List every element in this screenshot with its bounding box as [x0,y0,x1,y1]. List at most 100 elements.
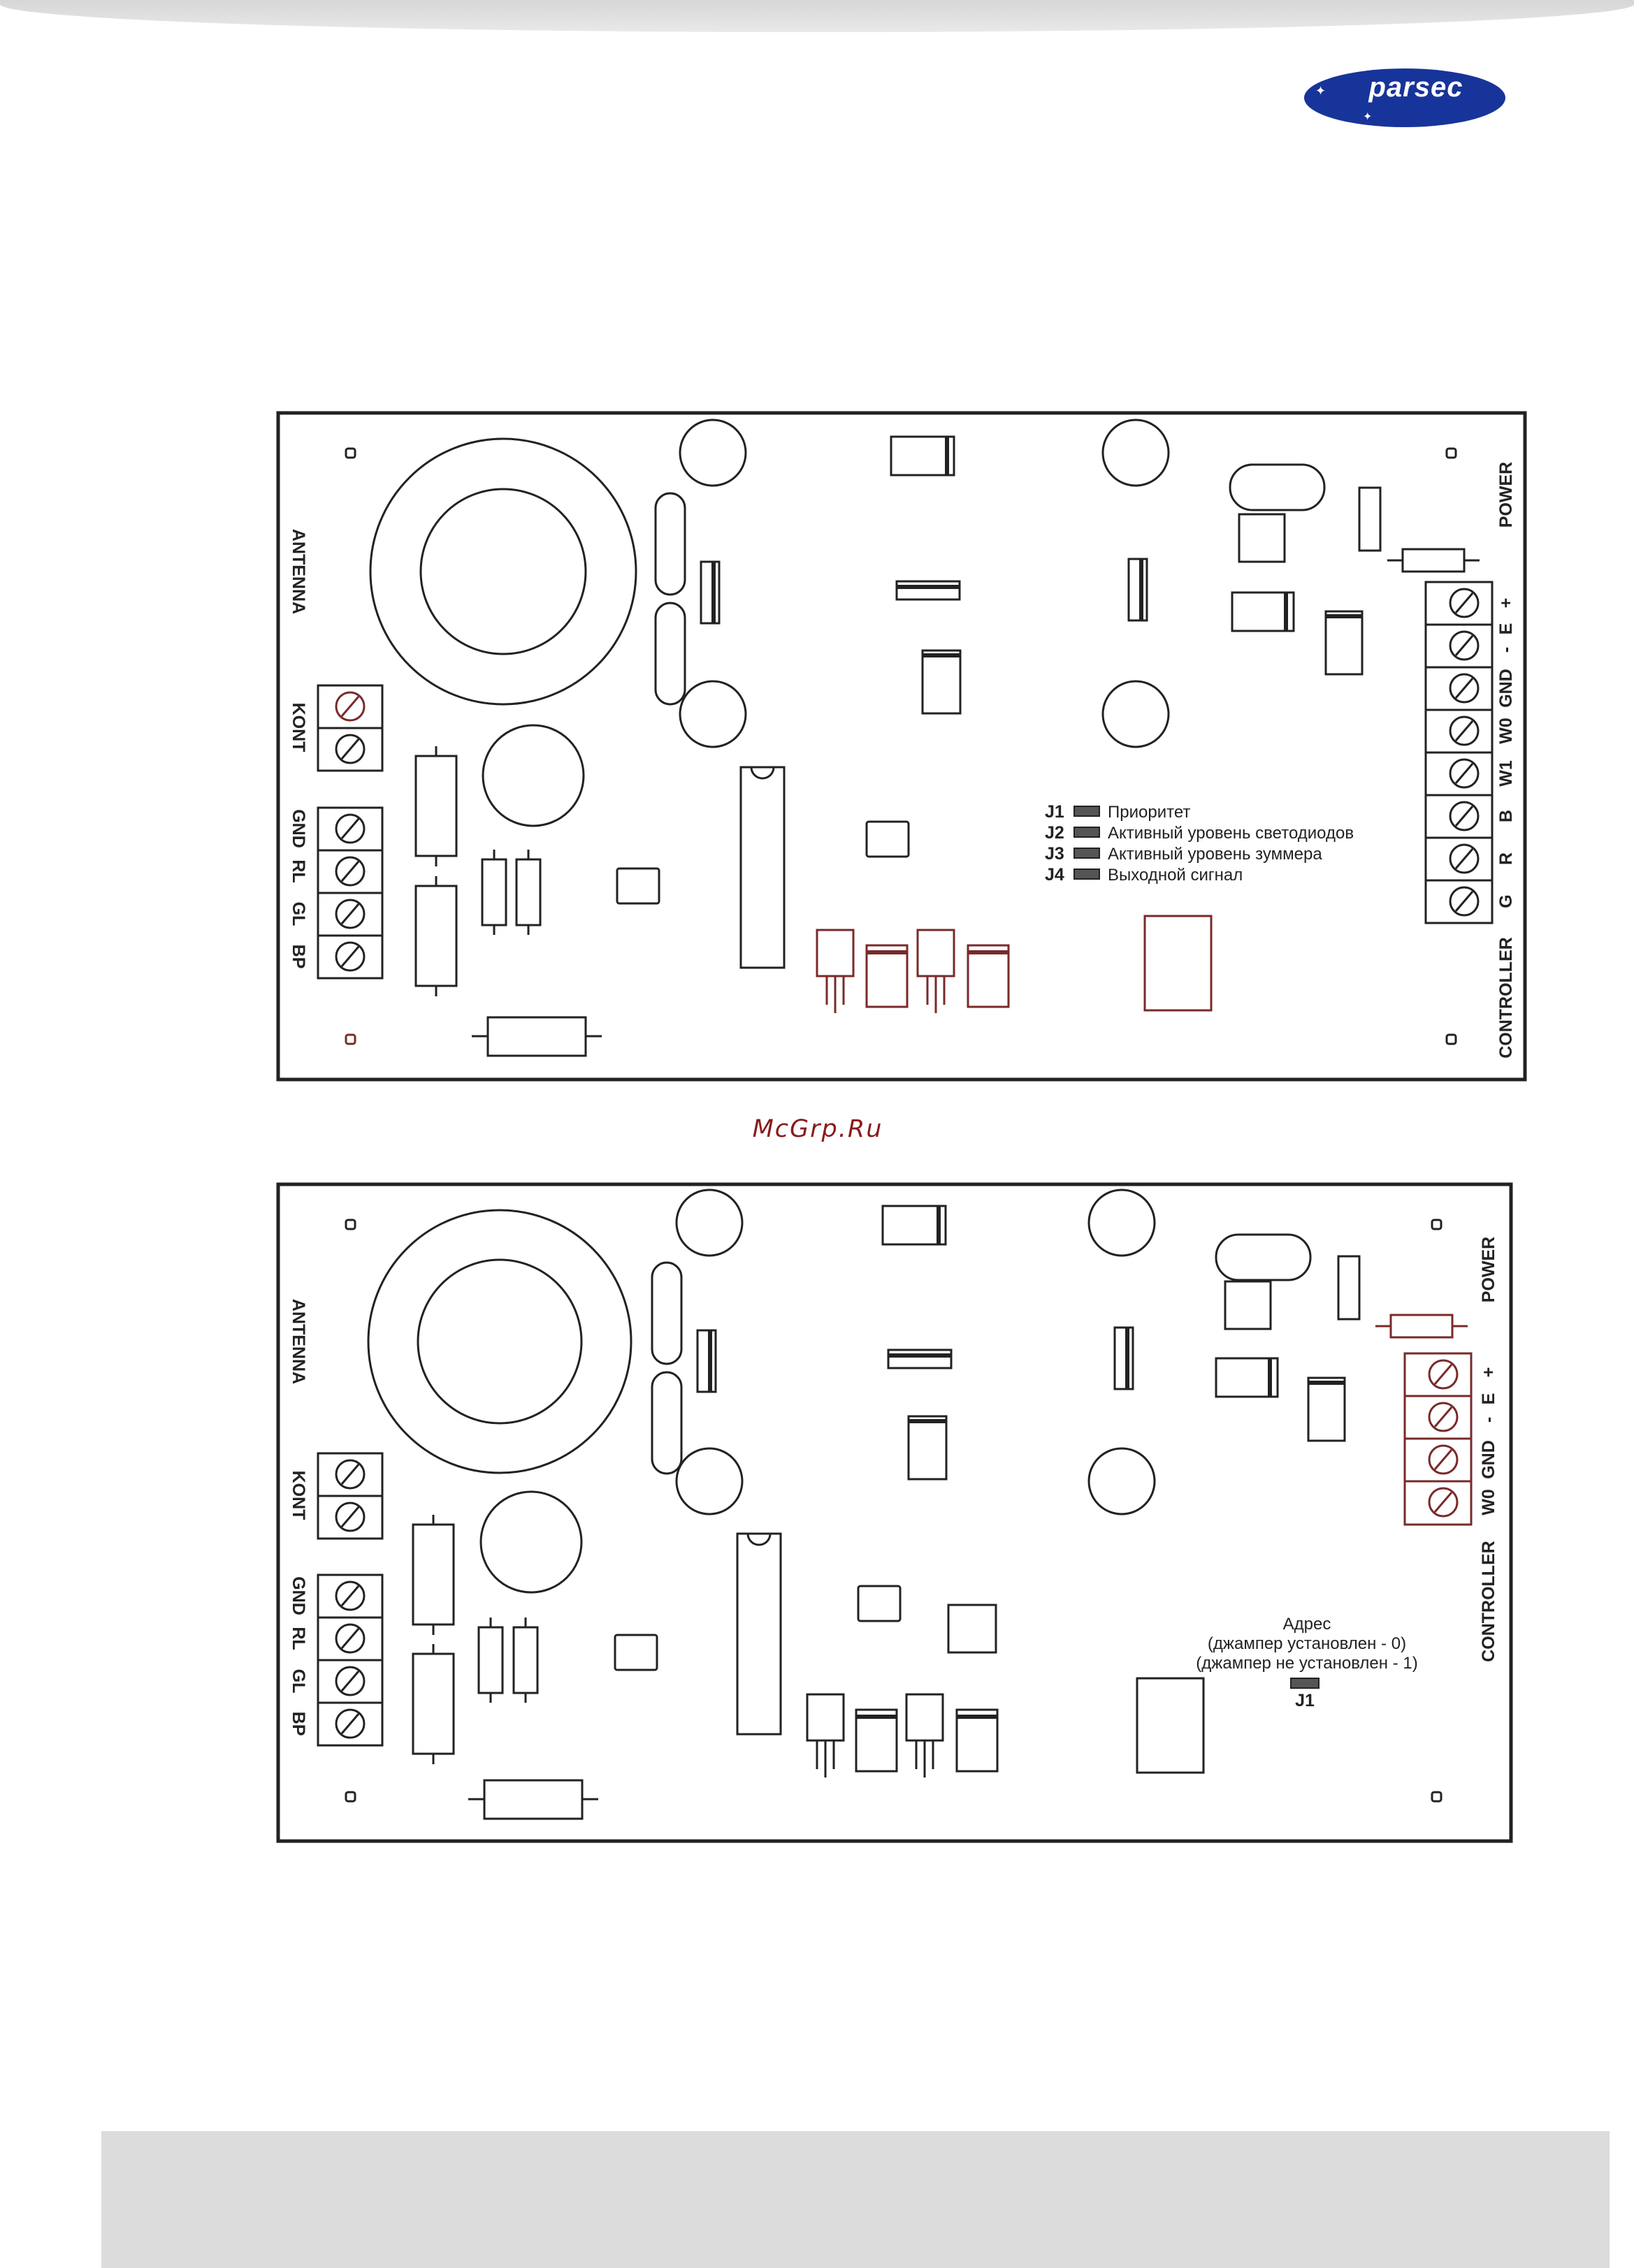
diode-vertical [1359,488,1380,551]
jumper-block [1291,1678,1319,1688]
pin-label-e: E [1496,623,1516,635]
resistor-power-highlighted [1391,1315,1452,1337]
address-line-2: (джампер не установлен - 1) [1196,1654,1417,1673]
pin-label-gnd: GND [1496,669,1516,708]
mounting-hole [346,1220,355,1229]
watermark: McGrp.Ru [713,1115,923,1143]
jumper-id: J1 [1295,1691,1315,1710]
crystal-vertical [652,1372,681,1474]
pin-label-w0: W0 [1496,718,1516,744]
diode-vertical [701,562,719,623]
jumper-text: Активный уровень светодиодов [1108,824,1354,843]
crystal-vertical [652,1263,681,1364]
transistor-highlighted [918,930,954,976]
mounting-hole [1432,1792,1441,1801]
pin-label-plus: + [1496,598,1516,609]
page-footer-band [101,2131,1610,2268]
diode-vertical [1115,1328,1133,1389]
resistor-horizontal-bottom [488,1017,586,1056]
board-diagram-1: ANTENNA KONT GND RL GL BP POWER CONTROLL… [276,411,1527,1082]
capacitor-round [680,420,746,486]
label-controller: CONTROLLER [1496,937,1516,1059]
relay-highlighted [1145,916,1211,1010]
kont-terminal-block [318,685,382,771]
transistor-highlighted [817,930,853,976]
jumper-id: J2 [1045,823,1064,843]
label-rl: RL [289,859,308,882]
jumper-id: J4 [1045,865,1064,885]
mounting-hole [346,1792,355,1801]
relay-top [891,437,954,475]
label-antenna: ANTENNA [289,529,308,614]
capacitor-round [677,1190,742,1256]
resistor-power [1403,549,1464,572]
label-gl: GL [289,902,308,926]
pin-label-g: G [1496,894,1516,908]
label-antenna: ANTENNA [289,1299,308,1384]
capacitor-round [1089,1448,1155,1514]
mounting-hole [1432,1220,1441,1229]
page-header-band [0,0,1634,32]
jumper-id: J1 [1045,802,1064,822]
jumper-block [1074,848,1099,858]
crystal-oval [1216,1235,1310,1280]
pin-label-e: E [1479,1393,1498,1405]
pcb-outline [278,1184,1511,1841]
mounting-hole [1447,449,1456,458]
resistor-vertical [416,756,456,856]
pin-label-r: R [1496,852,1516,865]
transistor-highlighted [867,945,907,1007]
resistor-horizontal-bottom [484,1780,582,1819]
label-controller: CONTROLLER [1479,1541,1498,1662]
jumper-block [1074,827,1099,837]
address-note: Адрес (джампер установлен - 0) (джампер … [1196,1615,1417,1710]
transistor-square [1239,514,1285,562]
transistor-highlighted [968,945,1008,1007]
crystal-vertical [656,603,685,704]
label-bp: BP [289,1712,308,1736]
transistor [856,1710,897,1771]
ic-small [867,822,909,857]
transistor [906,1694,943,1740]
label-power: POWER [1479,1237,1498,1302]
label-rl: RL [289,1627,308,1650]
pin-label-w0: W0 [1479,1489,1498,1515]
resistor-small [479,1627,503,1693]
output-terminal-block [318,1575,382,1745]
buzzer [481,1492,581,1592]
resistor-horizontal [888,1350,951,1368]
buzzer [483,725,584,826]
pin-label-minus: - [1479,1417,1498,1423]
antenna-coil-inner [421,489,586,654]
jumper-block [1074,869,1099,879]
mounting-hole [346,1035,355,1044]
power-terminal-block [1405,1353,1471,1525]
antenna-coil-inner [418,1260,581,1423]
pin-label-minus: - [1496,647,1516,653]
jumper-text: Активный уровень зуммера [1108,845,1322,864]
ic-square [948,1605,996,1652]
resistor-vertical [416,886,456,986]
regulator [923,650,960,713]
label-bp: BP [289,945,308,969]
capacitor-round [1103,420,1169,486]
kont-terminal-block [318,1453,382,1539]
label-kont: KONT [289,1471,308,1520]
output-terminal-block [318,808,382,978]
jumper-block [1074,806,1099,816]
label-gnd: GND [289,1576,308,1615]
pin-label-plus: + [1479,1367,1498,1378]
capacitor-round [1103,681,1169,747]
logo-text: parsec [1339,72,1493,100]
mounting-hole [346,449,355,458]
resistor-small [516,859,540,925]
ic-small [858,1586,900,1621]
resistor-small [482,859,506,925]
relay-top [883,1206,946,1244]
label-gnd: GND [289,809,308,848]
microcontroller [741,767,784,968]
jumper-text: Выходной сигнал [1108,866,1243,885]
jumper-legend: J1 Приоритет J2 Активный уровень светоди… [1045,802,1354,885]
label-kont: KONT [289,703,308,753]
regulator [909,1416,946,1479]
